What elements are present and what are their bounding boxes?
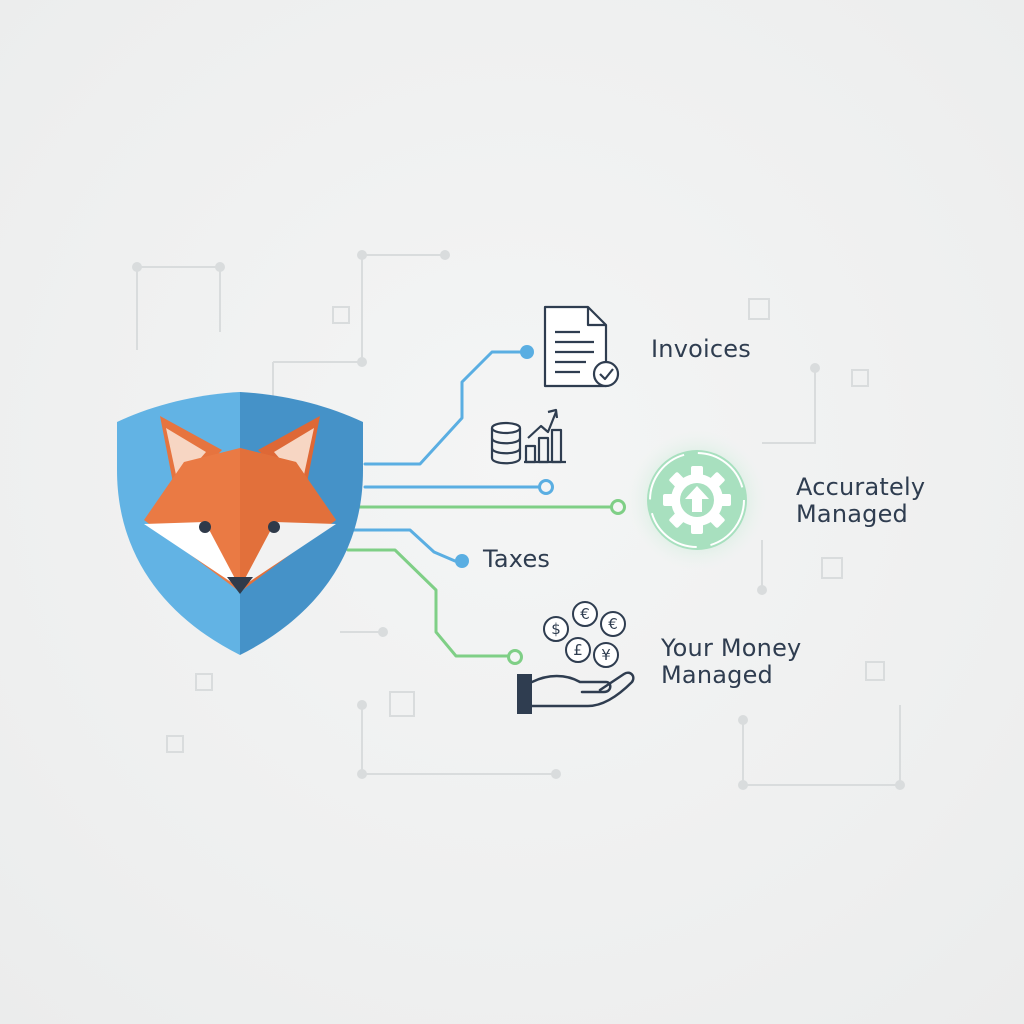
- label-your-money-managed: Your Money Managed: [661, 635, 801, 689]
- node-money: [507, 649, 523, 665]
- label-taxes-text: Taxes: [483, 545, 551, 573]
- node-accurate: [610, 499, 626, 515]
- connector-nodes: [455, 345, 626, 665]
- label-invoices: Invoices: [651, 336, 751, 363]
- invoice-document-icon: [543, 305, 620, 388]
- connector-blue-upper: [343, 528, 457, 563]
- currency-dollar: $: [551, 620, 561, 638]
- currency-euro-2: €: [608, 615, 618, 633]
- node-taxes: [455, 554, 469, 568]
- label-invoices-text: Invoices: [651, 335, 751, 363]
- label-accurately-line2: Managed: [796, 500, 908, 528]
- currency-euro: €: [580, 605, 590, 623]
- label-money-line1: Your Money: [661, 634, 802, 662]
- background-circuit-nodes: [132, 250, 905, 790]
- connector-lines: [343, 350, 614, 658]
- currency-yen: ¥: [601, 646, 611, 664]
- node-invoices: [520, 345, 534, 359]
- node-coins: [538, 479, 554, 495]
- fox-shield-icon: [117, 392, 363, 655]
- coins-growth-chart-icon: [490, 408, 566, 465]
- label-taxes: Taxes: [483, 546, 550, 573]
- hand-holding-money-icon: $ € € £ ¥: [517, 601, 635, 714]
- label-money-line2: Managed: [661, 661, 773, 689]
- background-circuit: [136, 254, 901, 786]
- label-accurately-managed: Accurately Managed: [796, 474, 925, 528]
- connector-money: [346, 548, 511, 658]
- connector-invoices: [363, 350, 528, 466]
- currency-pound: £: [573, 641, 583, 659]
- gear-upload-icon: [627, 430, 767, 570]
- label-accurately-line1: Accurately: [796, 473, 926, 501]
